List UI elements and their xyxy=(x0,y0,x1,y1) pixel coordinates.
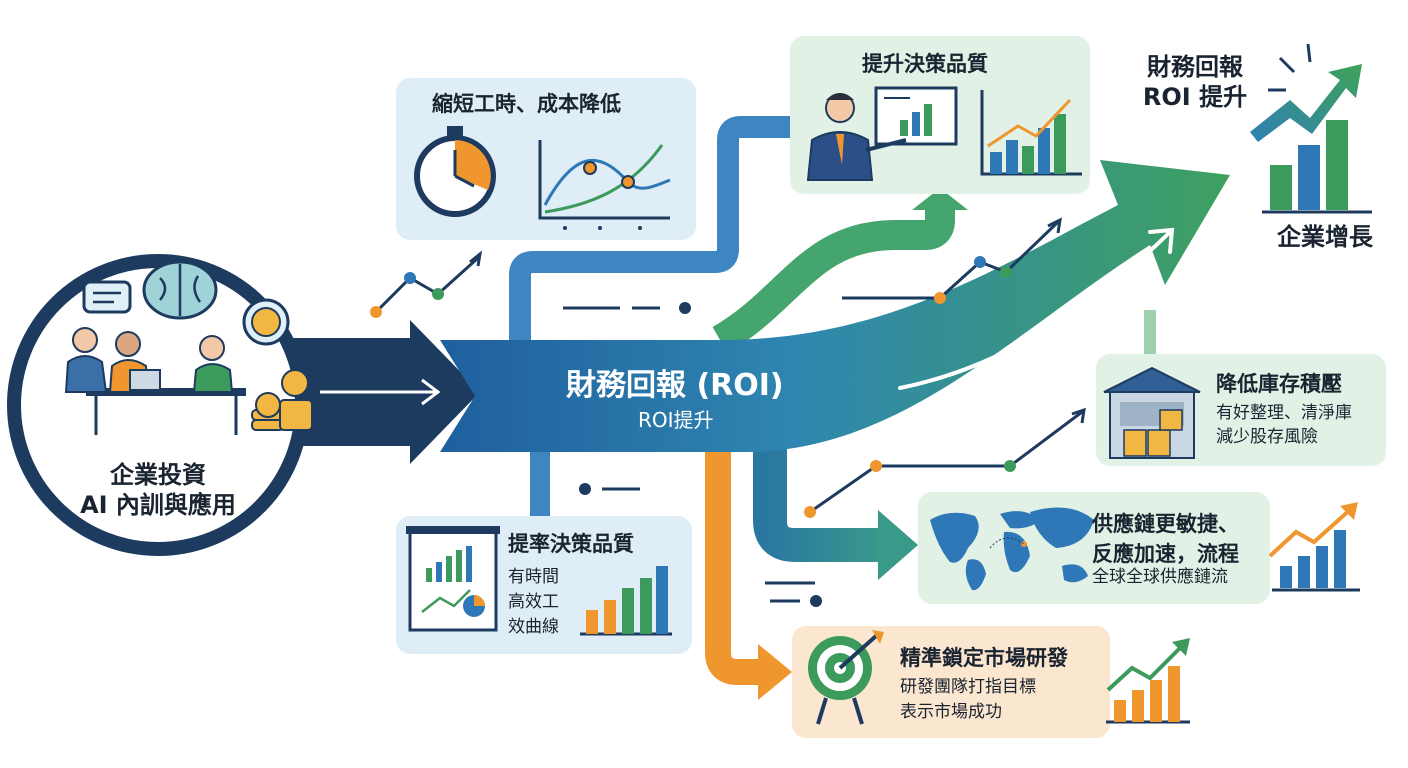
efficiency-title: 提率決策品質 xyxy=(508,532,634,556)
dollar-coin-icon xyxy=(242,298,290,346)
green-branch-arrow xyxy=(712,188,968,354)
coin-stack-icon xyxy=(251,369,313,431)
start-label-line2: AI 內訓與應用 xyxy=(80,491,236,519)
supply-chain-title-line1: 供應鏈更敏捷、 xyxy=(1092,512,1239,536)
trend-line-decorations xyxy=(370,217,1086,518)
market-line2: 表示市場成功 xyxy=(900,702,1002,722)
main-arrow-label: 財務回報 (ROI) xyxy=(566,368,784,403)
main-arrow-sublabel: ROI提升 xyxy=(638,408,714,432)
market-line1: 研發團隊打指目標 xyxy=(900,677,1036,697)
goal-title-line1: 財務回報 xyxy=(1147,53,1243,81)
decision-quality-title: 提升決策品質 xyxy=(862,52,988,76)
goal-caption: 企業增長 xyxy=(1277,223,1373,251)
efficiency-line2: 高效工 xyxy=(508,592,559,612)
brain-icon xyxy=(142,260,218,320)
main-roi-arrow xyxy=(440,160,1230,452)
supply-chain-title-line2: 反應加速，流程 xyxy=(1092,542,1239,566)
goal-growth-chart xyxy=(1250,43,1372,214)
inventory-title: 降低庫存積壓 xyxy=(1216,372,1342,396)
reduce-hours-title: 縮短工時、成本降低 xyxy=(432,92,621,116)
start-label-line1: 企業投資 xyxy=(110,461,206,489)
teal-branch-arrow xyxy=(753,420,918,580)
market-title: 精準鎖定市場研發 xyxy=(900,646,1068,670)
start-circle xyxy=(7,254,313,556)
orange-branch-arrow xyxy=(705,440,792,700)
efficiency-line1: 有時間 xyxy=(508,567,559,587)
team-meeting-icon xyxy=(64,327,246,435)
inventory-line2: 減少股存風險 xyxy=(1216,427,1318,447)
efficiency-line3: 效曲線 xyxy=(508,617,559,637)
chat-bubble-icon xyxy=(82,280,132,314)
goal-title-line2: ROI 提升 xyxy=(1142,83,1248,111)
supply-chain-line3: 全球全球供應鏈流 xyxy=(1092,567,1228,587)
inventory-line1: 有好整理、清淨庫 xyxy=(1216,403,1352,423)
